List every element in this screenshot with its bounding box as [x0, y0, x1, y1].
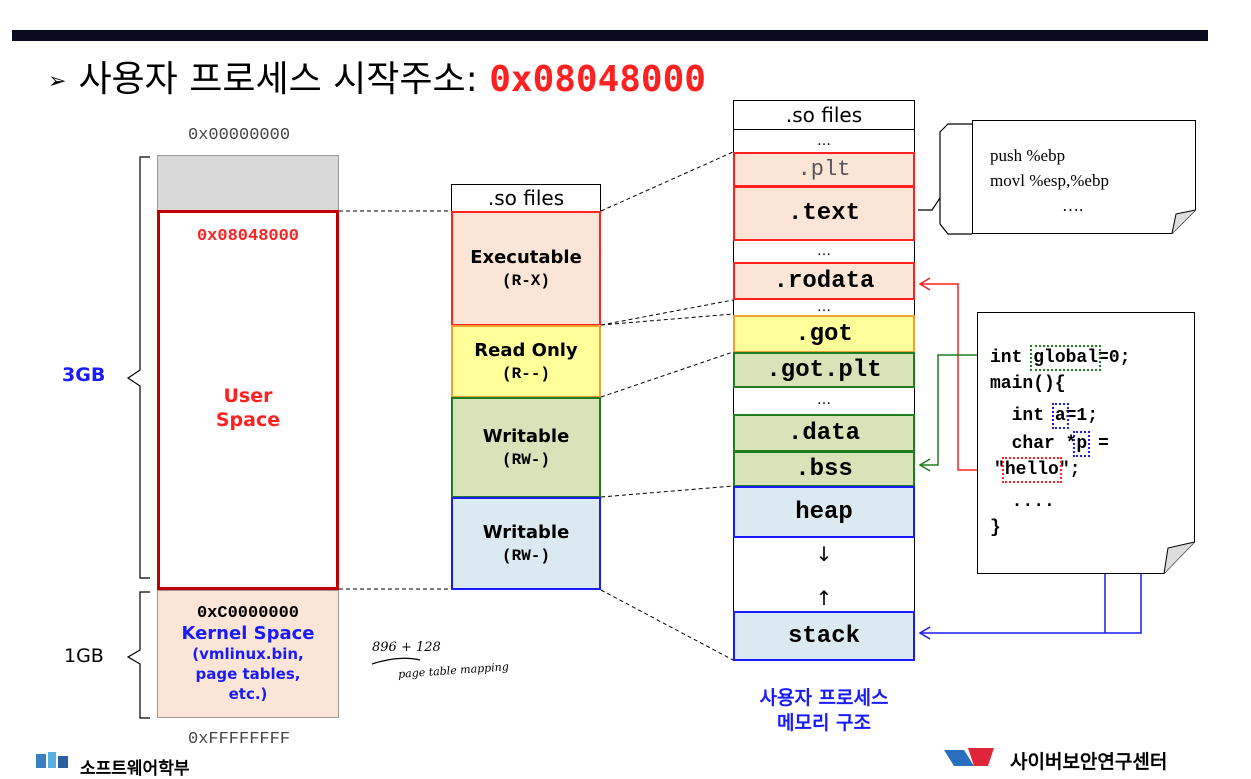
segment-writable-heap: Writable (RW-)	[451, 497, 601, 590]
segment-name: Writable	[482, 426, 570, 447]
brace-3gb	[126, 156, 150, 579]
reserved-region	[157, 155, 339, 211]
footer-left-org: 소프트웨어학부	[80, 759, 190, 779]
segment-perm: (R-X)	[501, 272, 550, 290]
page-title: ➢ 사용자 프로세스 시작주소: 0x08048000	[48, 50, 706, 102]
size-3gb: 3GB	[62, 364, 106, 386]
segment-perm: (RW-)	[501, 451, 550, 469]
ellipsis: …	[817, 133, 831, 149]
code-note-shape	[977, 312, 1195, 574]
stack-growth-arrow: ↑	[815, 586, 833, 610]
user-space-region: 0x08048000 User Space	[157, 210, 339, 590]
var-a: a	[1051, 403, 1069, 429]
code-line-6: ....	[990, 492, 1055, 512]
section-data: .data	[733, 414, 915, 452]
kernel-detail: (vmlinux.bin, page tables, etc.)	[192, 645, 304, 703]
code-line-3: int a=1;	[990, 403, 1099, 429]
ellipsis: …	[817, 299, 831, 315]
code-line-2: main(){	[990, 374, 1066, 394]
section-plt: .plt	[733, 152, 915, 187]
segment-name: Writable	[482, 522, 570, 543]
bottom-address: 0xFFFFFFFF	[188, 730, 291, 749]
var-p: p	[1073, 431, 1091, 457]
title-bar-decoration	[12, 30, 1208, 41]
title-text: 사용자 프로세스 시작주소:	[78, 59, 490, 100]
section-rodata: .rodata	[733, 262, 915, 300]
kernel-start-address: 0xC0000000	[196, 604, 300, 623]
brace-1gb	[126, 591, 150, 719]
top-address: 0x00000000	[188, 126, 291, 145]
handwritten-note-line1: 896 + 128	[372, 640, 441, 655]
segment-name: Read Only	[474, 340, 578, 361]
code-line-7: }	[990, 518, 1001, 538]
section-stack: stack	[733, 611, 915, 661]
section-text: .text	[733, 186, 915, 241]
kernel-space-region: 0xC0000000 Kernel Space (vmlinux.bin, pa…	[157, 590, 339, 718]
user-space-label: User Space	[215, 385, 281, 431]
code-line-1: int global=0;	[990, 345, 1131, 371]
segment-read-only: Read Only (R--)	[451, 325, 601, 398]
segment-perm: (R--)	[501, 365, 550, 383]
asm-note-shape	[972, 120, 1196, 234]
section-heap: heap	[733, 486, 915, 538]
var-hello: hello	[1001, 457, 1062, 483]
segment-name: Executable	[470, 247, 582, 268]
segment-executable: Executable (R-X)	[451, 211, 601, 326]
code-line-5: "hello";	[994, 457, 1081, 483]
title-address: 0x08048000	[489, 59, 706, 100]
size-1gb: 1GB	[64, 645, 104, 667]
heap-growth-arrow: ↓	[815, 542, 833, 566]
user-start-address: 0x08048000	[196, 227, 300, 246]
asm-line-2: movl %esp,%ebp	[990, 171, 1109, 190]
software-school-logo-icon	[36, 752, 84, 768]
bullet-icon: ➢	[48, 68, 67, 94]
var-global: global	[1030, 345, 1102, 371]
asm-line-3: ….	[1062, 196, 1084, 215]
section-got: .got	[733, 315, 915, 353]
middle-so-header: .so files	[451, 184, 601, 212]
code-line-4: char *p =	[990, 431, 1109, 457]
cyber-center-logo-icon	[944, 748, 994, 766]
footer-right-org: 사이버보안연구센터	[1010, 751, 1168, 773]
section-bss: .bss	[733, 451, 915, 487]
segment-writable-data: Writable (RW-)	[451, 397, 601, 498]
segment-perm: (RW-)	[501, 547, 550, 565]
ellipsis: …	[817, 243, 831, 259]
memory-structure-caption: 사용자 프로세스 메모리 구조	[759, 687, 889, 734]
kernel-space-label: Kernel Space	[181, 623, 315, 644]
right-so-header: .so files	[733, 100, 915, 130]
asm-line-1: push %ebp	[990, 146, 1066, 165]
section-got-plt: .got.plt	[733, 352, 915, 388]
ellipsis: …	[817, 392, 831, 408]
